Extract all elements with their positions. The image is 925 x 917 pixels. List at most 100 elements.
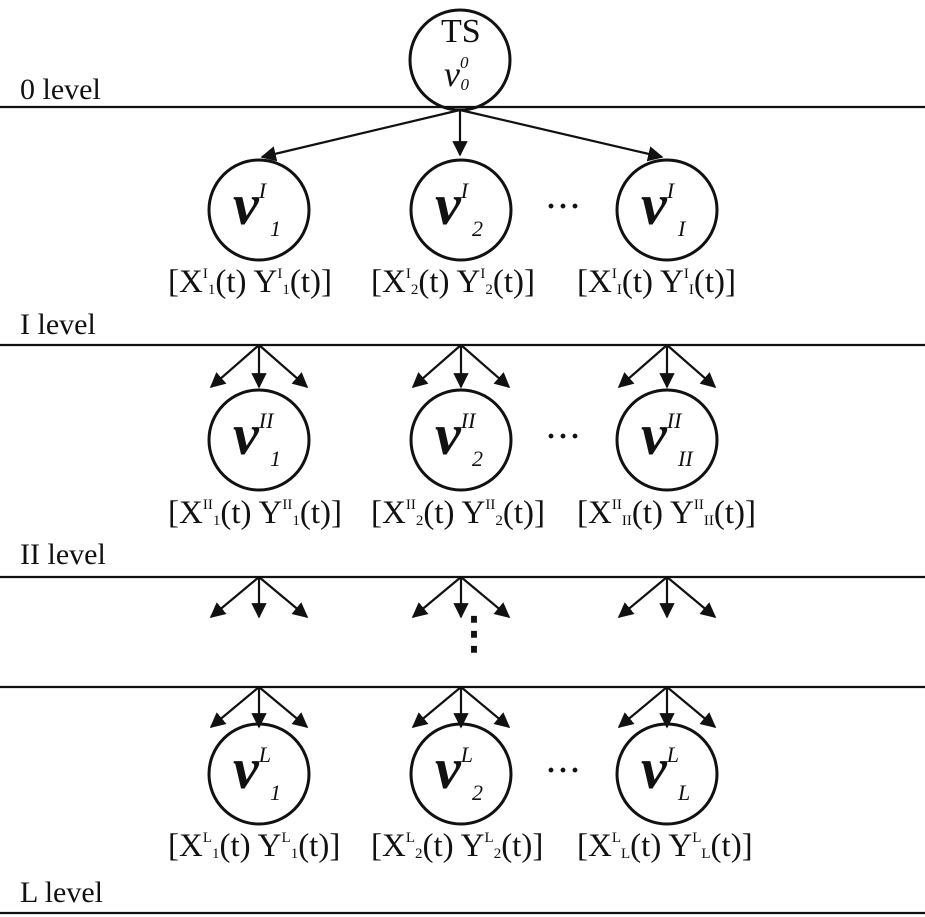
state-mid: (t) Y bbox=[422, 828, 485, 864]
state-label-L-3: [XLL(t) YLL(t)] bbox=[577, 830, 753, 863]
state-mid: (t) Y bbox=[621, 264, 684, 300]
state-label-L-2: [XL2(t) YL2(t)] bbox=[371, 830, 543, 863]
state-sup2: I bbox=[683, 266, 689, 282]
state-sub: 1 bbox=[207, 282, 216, 298]
state-open: [X bbox=[168, 495, 203, 531]
state-sub2: 1 bbox=[290, 846, 299, 862]
state-sub2: 2 bbox=[495, 513, 503, 529]
state-sub2: 2 bbox=[485, 282, 493, 298]
state-close: (t)] bbox=[502, 495, 545, 531]
state-sub2: L bbox=[701, 846, 711, 862]
fan-arrow-I-1-1 bbox=[209, 344, 260, 389]
state-sub2: I bbox=[688, 282, 694, 298]
state-sup: L bbox=[405, 830, 415, 846]
fan-arrow-II-1-3 bbox=[258, 576, 309, 618]
fan-arrow-L-2-1 bbox=[411, 686, 462, 728]
state-sub2: 1 bbox=[282, 282, 290, 298]
fan-arrow-I-3-1 bbox=[617, 344, 668, 389]
state-label-II-3: [XIIII(t) YIIII(t)] bbox=[577, 497, 756, 530]
node-circle-II-1 bbox=[207, 388, 311, 492]
fan-arrow-L-1-1 bbox=[209, 686, 260, 728]
state-sub: II bbox=[621, 513, 632, 529]
state-mid: (t) Y bbox=[215, 264, 278, 300]
state-close: (t)] bbox=[289, 264, 332, 300]
node-circle-I-3 bbox=[615, 158, 719, 262]
state-sup2: L bbox=[281, 830, 291, 846]
node-sub-II-2: 2 bbox=[472, 446, 483, 471]
state-sup2: I bbox=[277, 266, 283, 282]
fan-arrow-II-3-3 bbox=[666, 576, 717, 618]
state-mid: (t) Y bbox=[220, 495, 283, 531]
state-close: (t)] bbox=[713, 495, 756, 531]
fan-arrow-II-3-1 bbox=[617, 576, 668, 618]
node-label-II-1: vII bbox=[233, 406, 273, 464]
state-label-I-3: [XII(t) YII(t)] bbox=[577, 266, 736, 299]
node-sub-I-3: I bbox=[678, 216, 686, 241]
state-label-II-2: [XII2(t) YII2(t)] bbox=[371, 497, 545, 530]
state-sup: I bbox=[405, 266, 411, 282]
fan-arrow-II-1-1 bbox=[209, 576, 260, 618]
node-sub-L-3: L bbox=[678, 780, 691, 805]
state-sub2: II bbox=[703, 513, 714, 529]
root-symbol-sup: 0 bbox=[459, 53, 469, 72]
node-label-L-1: vL bbox=[233, 740, 271, 798]
node-circle-I-1 bbox=[207, 158, 311, 262]
state-close: (t)] bbox=[492, 264, 535, 300]
state-mid: (t) Y bbox=[219, 828, 282, 864]
root-arrow-left bbox=[260, 108, 461, 162]
node-symbol: v bbox=[233, 172, 259, 237]
state-open: [X bbox=[371, 828, 406, 864]
node-symbol: v bbox=[233, 736, 259, 801]
node-label-I-3: vI bbox=[641, 176, 674, 234]
node-label-L-2: vL bbox=[435, 740, 473, 798]
node-label-II-3: vII bbox=[641, 406, 681, 464]
node-symbol: v bbox=[233, 402, 259, 467]
fan-arrow-II-2-3 bbox=[460, 576, 511, 618]
node-sup: I bbox=[258, 178, 267, 203]
state-sup: L bbox=[202, 830, 212, 846]
state-close: (t)] bbox=[298, 828, 341, 864]
fan-arrow-I-1-3 bbox=[258, 344, 309, 389]
node-sup: L bbox=[460, 742, 473, 767]
node-sub-L-2: 2 bbox=[472, 780, 483, 805]
node-sup: II bbox=[258, 408, 274, 433]
vertical-ellipsis: ⋮ bbox=[452, 609, 498, 658]
node-sup: I bbox=[460, 178, 469, 203]
state-label-I-1: [XI1(t) YI1(t)] bbox=[168, 266, 332, 299]
node-symbol: v bbox=[435, 172, 461, 237]
state-open: [X bbox=[371, 495, 406, 531]
ellipsis-L: ··· bbox=[546, 754, 583, 787]
fan-arrow-I-2-3 bbox=[460, 344, 511, 389]
state-sup2: L bbox=[484, 830, 494, 846]
node-symbol: v bbox=[641, 172, 667, 237]
root-arrow-right bbox=[459, 108, 664, 162]
node-sup: I bbox=[666, 178, 675, 203]
state-mid: (t) Y bbox=[631, 495, 694, 531]
state-sub: L bbox=[621, 846, 631, 862]
level-label-L: L level bbox=[20, 876, 104, 909]
level-label-0: 0 level bbox=[20, 73, 101, 106]
state-label-L-1: [XL1(t) YL1(t)] bbox=[168, 830, 340, 863]
state-sup2: I bbox=[480, 266, 486, 282]
state-label-I-2: [XI2(t) YI2(t)] bbox=[371, 266, 535, 299]
state-sup: I bbox=[611, 266, 617, 282]
node-label-L-3: vL bbox=[641, 740, 679, 798]
state-sup: L bbox=[611, 830, 621, 846]
root-symbol-sub: 0 bbox=[460, 75, 469, 94]
node-sup: II bbox=[666, 408, 682, 433]
ellipsis-II: ··· bbox=[546, 420, 583, 453]
fan-arrow-II-2-1 bbox=[411, 576, 462, 618]
node-sup: L bbox=[666, 742, 679, 767]
state-open: [X bbox=[577, 495, 612, 531]
node-sup: II bbox=[460, 408, 476, 433]
root-node-title: TS bbox=[441, 13, 481, 50]
state-open: [X bbox=[168, 264, 203, 300]
node-sub-II-1: 1 bbox=[270, 446, 281, 471]
state-sup2: L bbox=[692, 830, 702, 846]
state-sup2: II bbox=[693, 497, 704, 513]
node-symbol: v bbox=[435, 736, 461, 801]
state-close: (t)] bbox=[710, 828, 753, 864]
state-sub: 1 bbox=[212, 846, 220, 862]
state-mid: (t) Y bbox=[630, 828, 693, 864]
level-label-1: I level bbox=[20, 308, 96, 341]
